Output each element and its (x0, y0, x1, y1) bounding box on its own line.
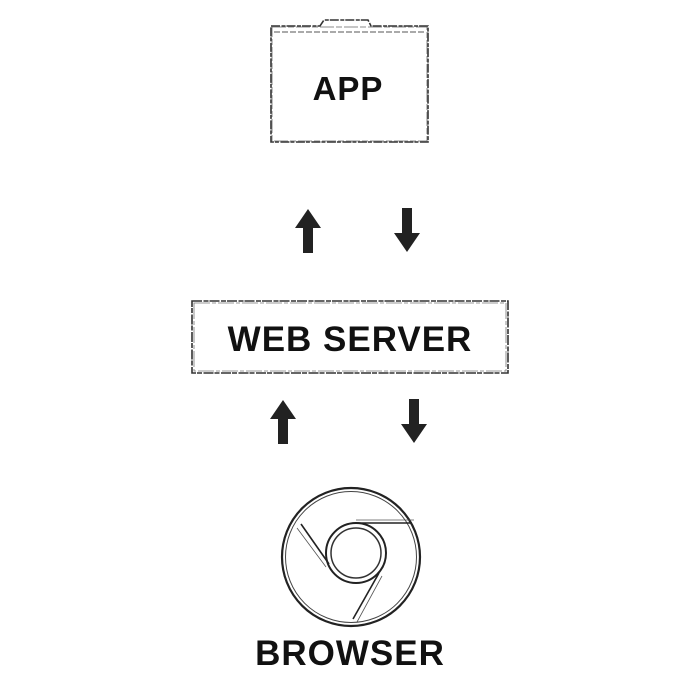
arrow-up-icon (270, 400, 296, 444)
arrow-up-icon (295, 209, 321, 253)
web-server-label: WEB SERVER (227, 320, 473, 359)
arrow-down-icon (401, 399, 427, 443)
chrome-icon (280, 486, 422, 628)
browser-label: BROWSER (255, 634, 445, 673)
arrow-down-icon (394, 208, 420, 252)
folder-icon (270, 19, 429, 143)
web-server-box (191, 300, 509, 374)
app-label: APP (312, 70, 384, 107)
